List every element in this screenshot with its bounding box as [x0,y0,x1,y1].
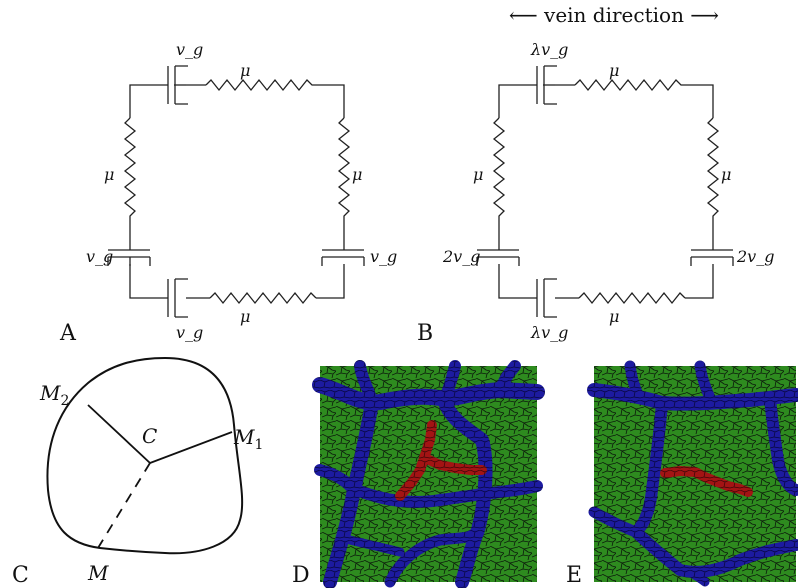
m2-label: M2 [39,381,69,409]
edge-m2-c [87,404,151,464]
dashpot-right [321,249,365,266]
spring-left [123,117,137,222]
dashpot-right-label: 2v_g [736,247,774,266]
panel-d: D [292,360,545,588]
dashpot-top-label: v_g [176,40,203,59]
vein-network-d [312,360,545,588]
circuit-wire [129,84,345,299]
dashpot-bottom-label: λv_g [530,323,568,342]
dashpot-bottom-label: v_g [176,323,203,342]
highlight-d [395,420,487,501]
panel-c-label: C [12,563,29,588]
panel-b: λv_g λv_g 2v_g 2v_g μ μ μ μ B [417,40,774,346]
dashpot-bottom [536,278,557,318]
dashpot-left [476,249,520,266]
vein-direction-label: ⟵ vein direction ⟶ [509,3,719,27]
spring-bottom [578,291,686,305]
dashpot-top [167,65,188,105]
dashpot-top-label: λv_g [530,40,568,59]
dashpot-left [107,249,151,266]
center-label: C [142,424,157,448]
panel-e-label: E [566,563,582,588]
dashed-division-line [97,462,151,549]
vein-network-e [587,360,798,587]
spring-top [205,78,316,92]
cell-outline [46,356,244,555]
panel-c: M2 M1 C M C [12,356,263,588]
dashpot-top [536,65,557,105]
panel-a-label: A [59,321,77,346]
spring-bottom [209,291,317,305]
panel-d-label: D [292,563,310,588]
panel-b-label: B [417,321,433,346]
spring-bottom-label: μ [609,307,619,326]
dashpot-left-label: v_g [86,247,113,266]
dashpot-left-label: 2v_g [442,247,480,266]
spring-right [706,117,720,222]
dashpot-right [690,249,734,266]
dashpot-right-label: v_g [370,247,397,266]
spring-top-label: μ [240,61,250,80]
spring-right-label: μ [352,165,362,184]
spring-left [492,117,506,222]
spring-top-label: μ [609,61,619,80]
circuit-wire [498,84,714,299]
spring-top [574,78,685,92]
m1-label: M1 [233,425,263,453]
highlight-e [660,466,753,497]
panel-a: v_g v_g v_g v_g μ μ μ μ A [59,40,397,346]
panel-e: E [566,360,798,588]
dashpot-bottom [167,278,188,318]
spring-bottom-label: μ [240,307,250,326]
edge-c-m1 [149,431,233,464]
spring-left-label: μ [104,165,114,184]
m-label: M [87,561,109,585]
spring-right [337,117,351,222]
spring-right-label: μ [721,165,731,184]
spring-left-label: μ [473,165,483,184]
